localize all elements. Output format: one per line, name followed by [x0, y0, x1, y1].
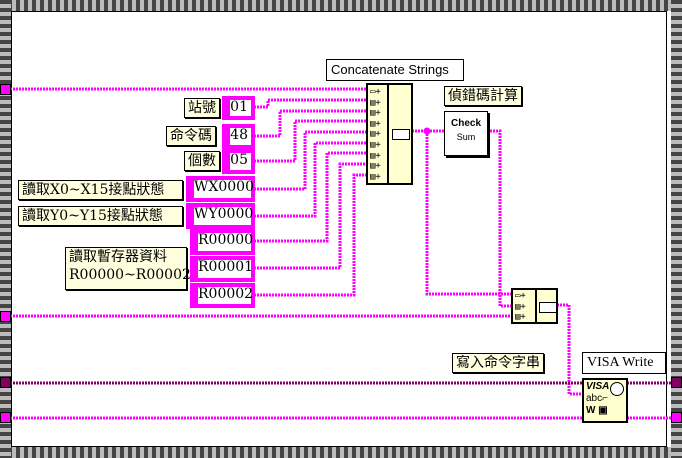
concat-label: Concatenate Strings [326, 59, 464, 81]
label-command: 命令碼 [166, 126, 216, 146]
abc-icon: abc⌐ [586, 393, 608, 404]
tunnel-error-left [0, 412, 11, 423]
label-register-line2: R00000~R00002 [69, 267, 191, 283]
const-48[interactable]: 48 [222, 124, 255, 149]
wire-r1 [254, 162, 367, 270]
tunnel-error-right [671, 412, 682, 423]
clock-icon [610, 382, 624, 396]
tunnel-mid-left [0, 311, 11, 322]
const-r00001[interactable]: R00001 [190, 256, 255, 282]
label-wy: 讀取Y0~Y15接點狀態 [18, 206, 183, 226]
input-terminals-icon: ▭+▤+▤+ [515, 291, 526, 322]
wire-wx [254, 130, 367, 191]
write-command-label: 寫入命令字串 [452, 353, 544, 373]
const-r00000[interactable]: R00000 [190, 229, 255, 255]
wire-05 [254, 119, 367, 163]
wire-01 [254, 98, 367, 109]
frame-top [0, 0, 682, 11]
tunnel-visa-right [671, 377, 682, 388]
label-count: 個數 [184, 151, 220, 171]
visa-write-node[interactable]: VISA abc⌐ W ▣ [582, 378, 628, 423]
frame-bottom [0, 447, 682, 458]
wire-48 [254, 109, 367, 138]
const-r00002[interactable]: R00002 [190, 283, 255, 308]
wire-branch [425, 131, 512, 296]
input-terminals-icon: ▭+▤+▤+▤+▤+▤+▤+▤+▤+ [370, 87, 381, 182]
const-01[interactable]: 01 [222, 96, 255, 120]
wire-concat2-out [557, 303, 582, 396]
label-register-line1: 讀取暫存器資料 [69, 249, 167, 265]
checksum-subvi[interactable]: Check Sum [444, 111, 488, 156]
const-wy0000[interactable]: WY0000 [186, 203, 255, 229]
diagram-area [11, 11, 667, 447]
write-icon: W ▣ [586, 405, 608, 416]
tunnel-visa-left [0, 377, 11, 388]
tunnel-top-left [0, 84, 11, 95]
concatenate-strings-node-2[interactable]: ▭+▤+▤+ [511, 288, 558, 324]
checksum-label: 偵錯碼計算 [444, 86, 522, 106]
wire-checksum-out [487, 129, 512, 308]
wire-r2 [254, 173, 367, 297]
label-wx: 讀取X0~X15接點狀態 [18, 180, 183, 200]
const-05[interactable]: 05 [222, 149, 255, 174]
visa-icon-text: VISA [586, 381, 610, 392]
frame-left [0, 0, 11, 458]
visa-write-label: VISA Write [582, 352, 666, 374]
concatenate-strings-node[interactable]: ▭+▤+▤+▤+▤+▤+▤+▤+▤+ [366, 83, 413, 185]
const-wx0000[interactable]: WX0000 [186, 176, 255, 202]
frame-right [671, 0, 682, 458]
string-icon [539, 302, 557, 313]
checksum-text-2: Sum [456, 132, 476, 142]
label-station: 站號 [184, 98, 220, 118]
string-icon [392, 129, 410, 140]
wire-r0 [254, 151, 367, 243]
label-register: 讀取暫存器資料 R00000~R00002 [65, 247, 191, 290]
checksum-text-1: Check [450, 118, 481, 129]
wire-wy [254, 141, 367, 218]
